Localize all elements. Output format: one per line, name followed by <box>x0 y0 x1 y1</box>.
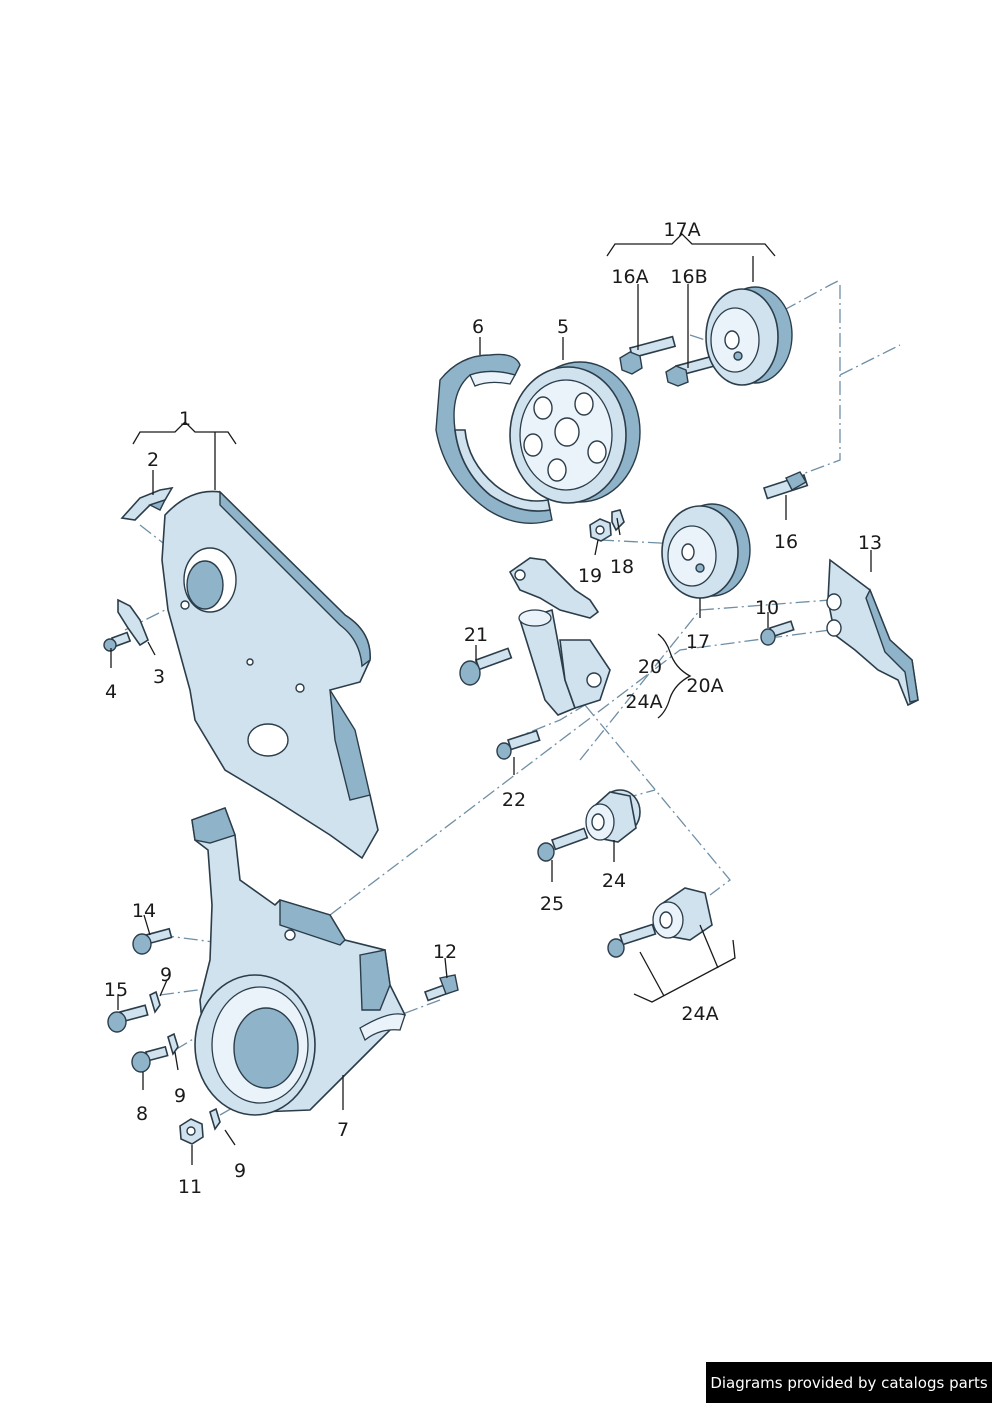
washers-9 <box>149 990 221 1131</box>
callout-1: 1 <box>179 408 191 430</box>
callout-3: 3 <box>153 666 165 688</box>
callout-21: 21 <box>464 624 488 646</box>
bolt-4 <box>103 631 132 652</box>
camshaft-sprocket <box>509 361 641 504</box>
callout-19: 19 <box>578 565 602 587</box>
callout-20a: 20A <box>686 675 723 697</box>
callout-24a-lower: 24A <box>681 1003 718 1025</box>
cover-bracket <box>117 598 149 647</box>
callout-16a: 16A <box>611 266 648 288</box>
bolt-21 <box>459 647 513 686</box>
bolt-10 <box>760 620 795 646</box>
callout-10: 10 <box>755 597 779 619</box>
callout-8: 8 <box>136 1103 148 1125</box>
callout-14: 14 <box>132 900 156 922</box>
callout-9-top: 9 <box>160 964 172 986</box>
spacer-24 <box>585 789 641 843</box>
bolt-25 <box>537 827 589 862</box>
bolt-22 <box>496 729 541 760</box>
callout-24a-upper: 24A <box>625 691 662 713</box>
upper-timing-cover <box>161 490 379 860</box>
rear-bracket-13 <box>826 558 919 707</box>
leader-lines <box>110 233 872 1165</box>
callout-15: 15 <box>104 979 128 1001</box>
callout-9-bottom: 9 <box>234 1160 246 1182</box>
spacer-24a <box>652 887 713 941</box>
callout-labels: 1 2 3 4 6 5 17A 16A 16B 16 17 18 19 21 2… <box>104 219 882 1198</box>
callout-20: 20 <box>638 656 662 678</box>
callout-4: 4 <box>105 681 117 703</box>
nut-19 <box>589 518 612 542</box>
bolt-8 <box>131 1045 169 1073</box>
bolt-12 <box>423 974 459 1002</box>
bolt-14 <box>132 927 173 955</box>
callout-22: 22 <box>502 789 526 811</box>
bolt-16a <box>619 335 677 375</box>
callout-17: 17 <box>686 631 710 653</box>
callout-18: 18 <box>610 556 634 578</box>
tensioner-damper <box>508 557 611 716</box>
callout-24: 24 <box>602 870 626 892</box>
callout-2: 2 <box>147 449 159 471</box>
bolt-16b <box>665 355 717 387</box>
callout-5: 5 <box>557 316 569 338</box>
tensioner-pulley-17a <box>705 286 793 386</box>
bolt-24a <box>607 923 657 958</box>
lower-timing-cover <box>191 806 406 1116</box>
nut-11 <box>179 1118 204 1145</box>
callout-16b: 16B <box>670 266 707 288</box>
callout-17a: 17A <box>663 219 700 241</box>
stud-16 <box>762 471 809 500</box>
timing-belt <box>435 353 553 525</box>
callout-11: 11 <box>178 1176 202 1198</box>
callout-7: 7 <box>337 1119 349 1141</box>
callout-13: 13 <box>858 532 882 554</box>
bolt-15 <box>107 1004 149 1033</box>
retaining-clip <box>120 486 174 521</box>
callout-25: 25 <box>540 893 564 915</box>
callout-6: 6 <box>472 316 484 338</box>
callout-12: 12 <box>433 941 457 963</box>
callout-9-mid: 9 <box>174 1085 186 1107</box>
idler-pulley-17 <box>661 503 751 599</box>
diagram-credit-banner: Diagrams provided by catalogs parts <box>706 1362 992 1403</box>
callout-16: 16 <box>774 531 798 553</box>
